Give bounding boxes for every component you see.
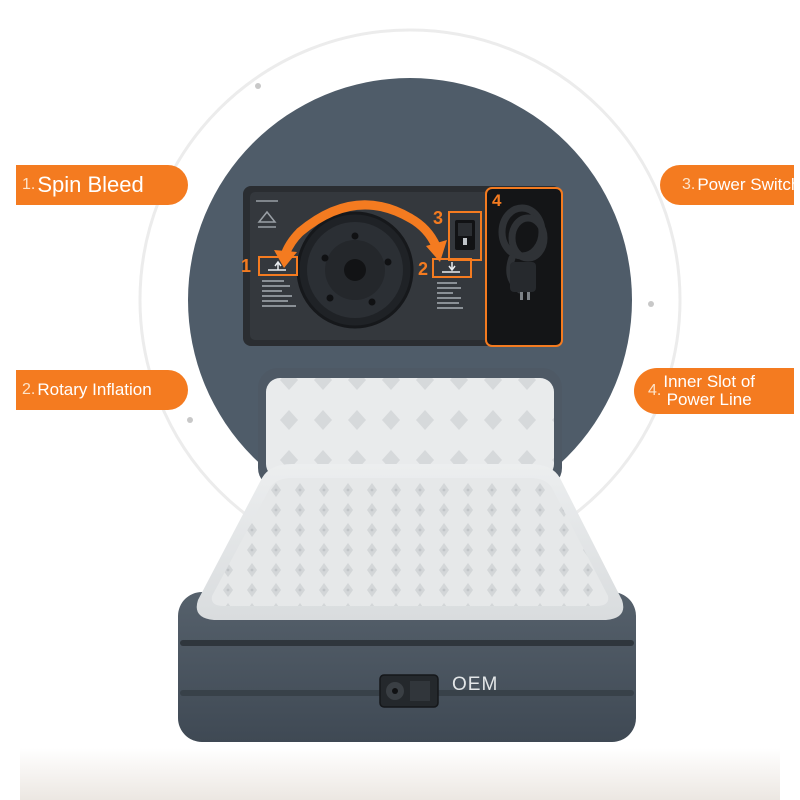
callout-number: 1. <box>22 176 36 193</box>
callout-power-switch: 3. Power Switch <box>660 165 794 205</box>
air-mattress <box>178 368 636 742</box>
callout-spin-bleed: 1. Spin Bleed <box>16 165 188 205</box>
decorative-dot <box>187 417 193 423</box>
callout-label: Power Switch <box>697 175 794 194</box>
panel-marker-2: 2 <box>418 259 429 279</box>
callout-inner-slot: 4. Inner Slot of Power Line <box>634 368 794 414</box>
callout-label: Inner Slot of Power Line <box>663 373 755 409</box>
pump-panel <box>243 186 563 347</box>
callout-label-line1: Inner Slot of <box>663 372 756 391</box>
callout-label-line2: Power Line <box>666 390 752 409</box>
decorative-dot <box>648 301 654 307</box>
brand-label: OEM <box>452 674 499 695</box>
callout-number: 2. <box>22 381 36 398</box>
callout-label: Spin Bleed <box>37 172 144 197</box>
callout-number: 3. <box>682 176 696 193</box>
panel-marker-3: 3 <box>433 208 444 228</box>
panel-marker-4: 4 <box>492 191 502 210</box>
decorative-dot <box>255 83 261 89</box>
callout-number: 4. <box>648 382 662 399</box>
panel-marker-1: 1 <box>241 256 252 276</box>
callout-rotary-inflation: 2. Rotary Inflation <box>16 370 188 410</box>
callout-label: Rotary Inflation <box>37 380 152 399</box>
floor-shadow <box>20 748 780 800</box>
